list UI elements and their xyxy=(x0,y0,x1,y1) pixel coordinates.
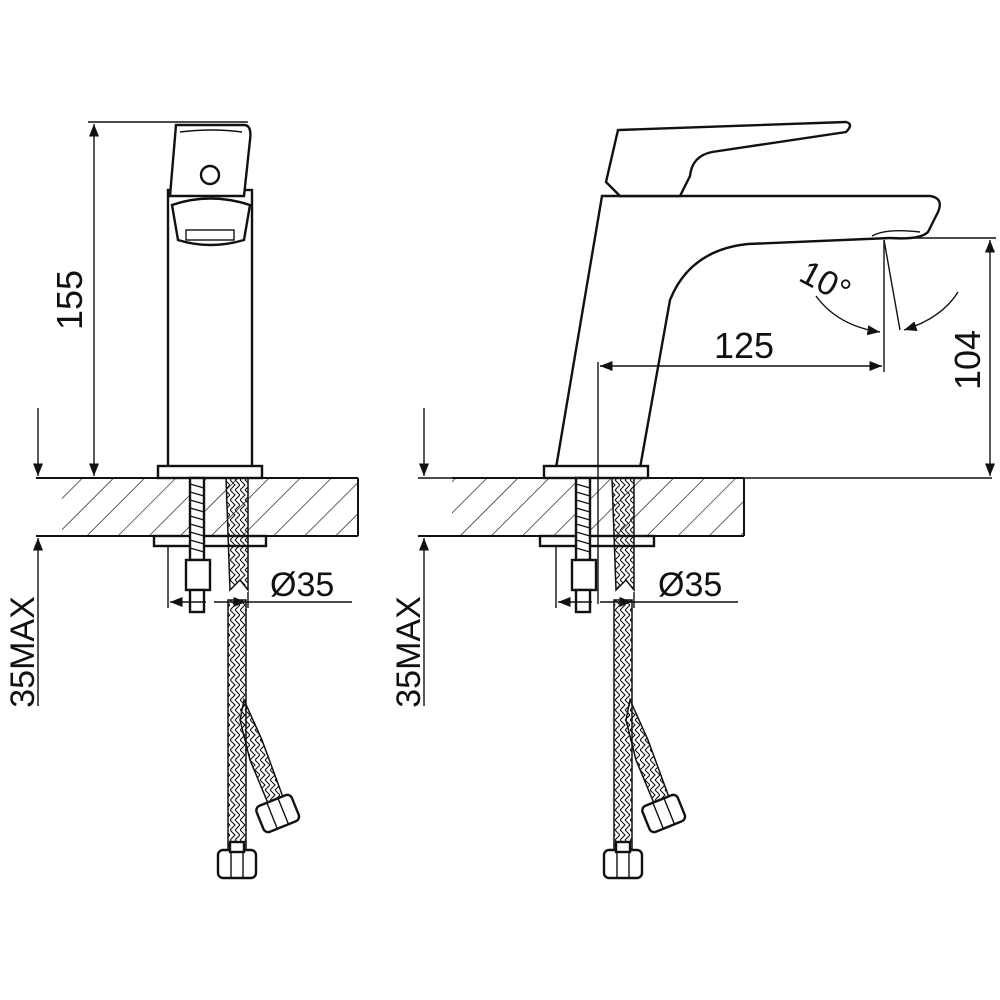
side-spout-height-label: 104 xyxy=(947,330,988,390)
side-spout-height-dimension: 104 xyxy=(890,237,996,476)
side-angle-label: 10° xyxy=(794,253,857,311)
side-angle-dimension: 10° xyxy=(794,239,959,336)
side-faucet-body xyxy=(538,120,941,880)
front-thickness-label: 35MAX xyxy=(4,596,42,708)
front-height-label: 155 xyxy=(49,270,90,330)
side-view: 125 104 10° 35MAX Ø35 xyxy=(390,120,996,880)
front-diameter-dimension: Ø35 xyxy=(167,546,352,608)
front-diameter-label: Ø35 xyxy=(270,566,334,604)
front-view: 155 35MAX Ø35 xyxy=(4,121,359,880)
side-thickness-label: 35MAX xyxy=(390,596,428,708)
side-thickness-dimension: 35MAX xyxy=(390,408,430,708)
side-diameter-dimension: Ø35 xyxy=(555,546,738,608)
side-countertop xyxy=(418,477,992,537)
side-diameter-label: Ø35 xyxy=(658,566,722,604)
side-reach-label: 125 xyxy=(714,325,774,366)
side-reach-dimension: 125 xyxy=(597,240,885,604)
front-height-dimension: 155 xyxy=(49,121,248,476)
front-faucet-body xyxy=(152,123,301,880)
front-thickness-dimension: 35MAX xyxy=(4,408,44,708)
